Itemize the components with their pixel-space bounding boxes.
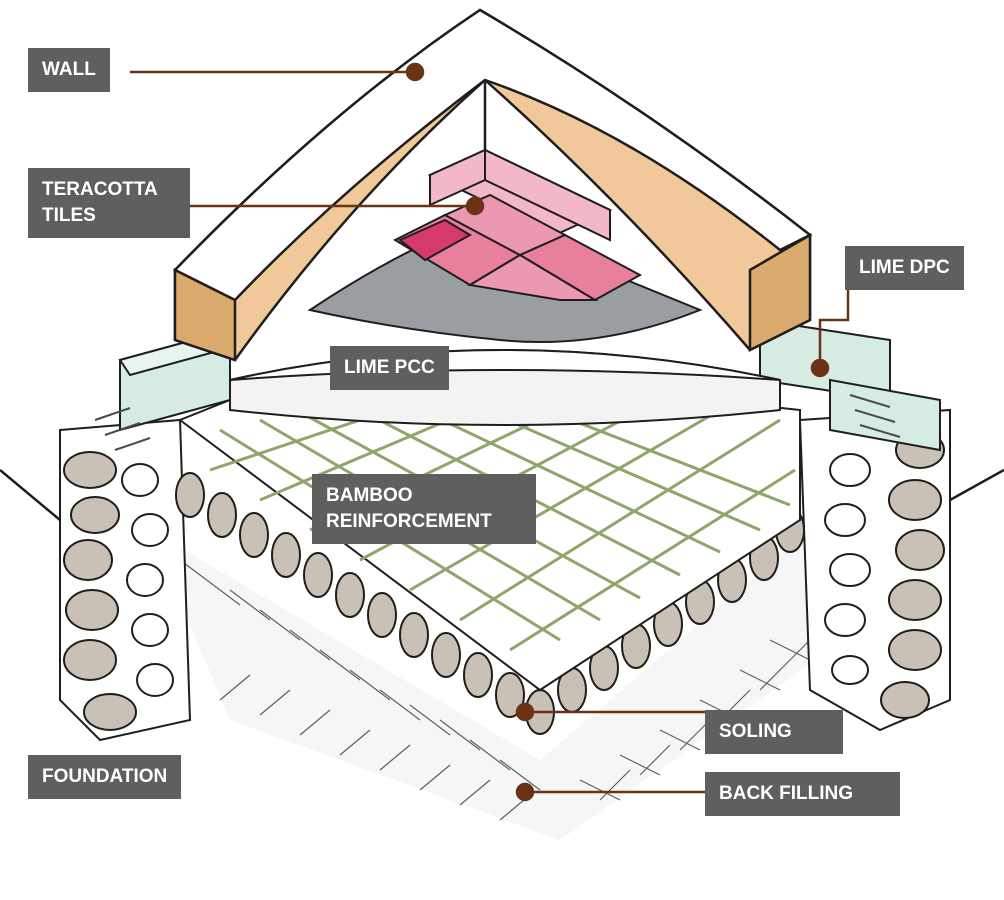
label-lime-dpc: LIME DPC [845,246,964,290]
label-soling: SOLING [705,710,843,754]
label-foundation-text: FOUNDATION [42,766,167,787]
label-soling-text: SOLING [719,721,792,742]
label-lime-pcc: LIME PCC [330,346,449,390]
label-teracotta-line1: TERACOTTA [42,177,176,203]
label-bamboo-reinforcement: BAMBOO REINFORCEMENT [312,474,536,544]
label-bamboo-line1: BAMBOO [326,483,522,509]
label-back-filling-text: BACK FILLING [719,783,853,804]
label-back-filling: BACK FILLING [705,772,900,816]
label-foundation: FOUNDATION [28,755,181,799]
label-wall-text: WALL [42,59,96,80]
label-lime-dpc-text: LIME DPC [859,257,950,278]
label-bamboo-line2: REINFORCEMENT [326,509,522,535]
label-wall: WALL [28,48,110,92]
label-lime-pcc-text: LIME PCC [344,357,435,378]
label-teracotta-tiles: TERACOTTA TILES [28,168,190,238]
foundation-stones-right [800,410,950,730]
foundation-stones-left [60,420,190,740]
label-teracotta-line2: TILES [42,203,176,229]
lime-pcc-slab [230,350,780,425]
